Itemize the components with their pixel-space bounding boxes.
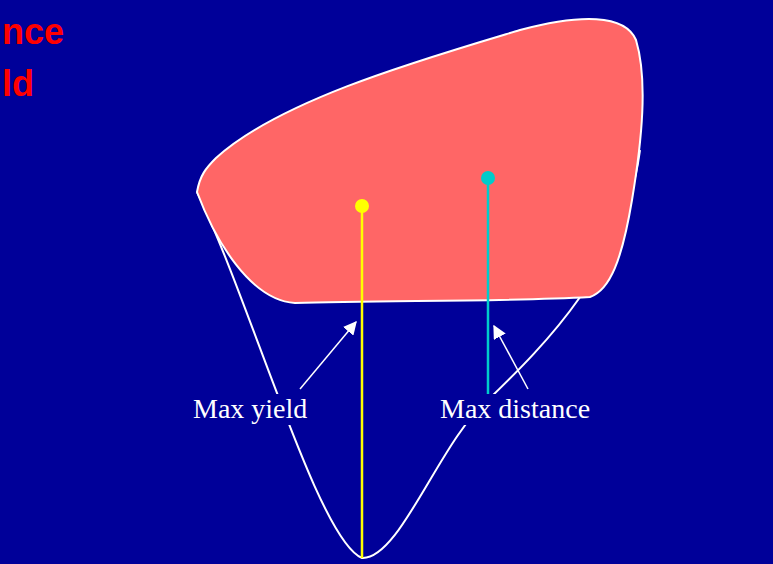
leader-arrow: [300, 322, 356, 389]
distance-dot: [481, 171, 495, 185]
title-fragment: nce: [2, 12, 64, 52]
callout-label: Max yield: [190, 394, 310, 425]
title-fragment: ld: [2, 64, 34, 104]
region-blob: [197, 19, 643, 303]
distance-line: [487, 178, 490, 400]
callout-label: Max distance: [437, 394, 593, 425]
yield-line: [361, 206, 364, 558]
leader-arrow: [494, 326, 528, 389]
yield-dot: [355, 199, 369, 213]
